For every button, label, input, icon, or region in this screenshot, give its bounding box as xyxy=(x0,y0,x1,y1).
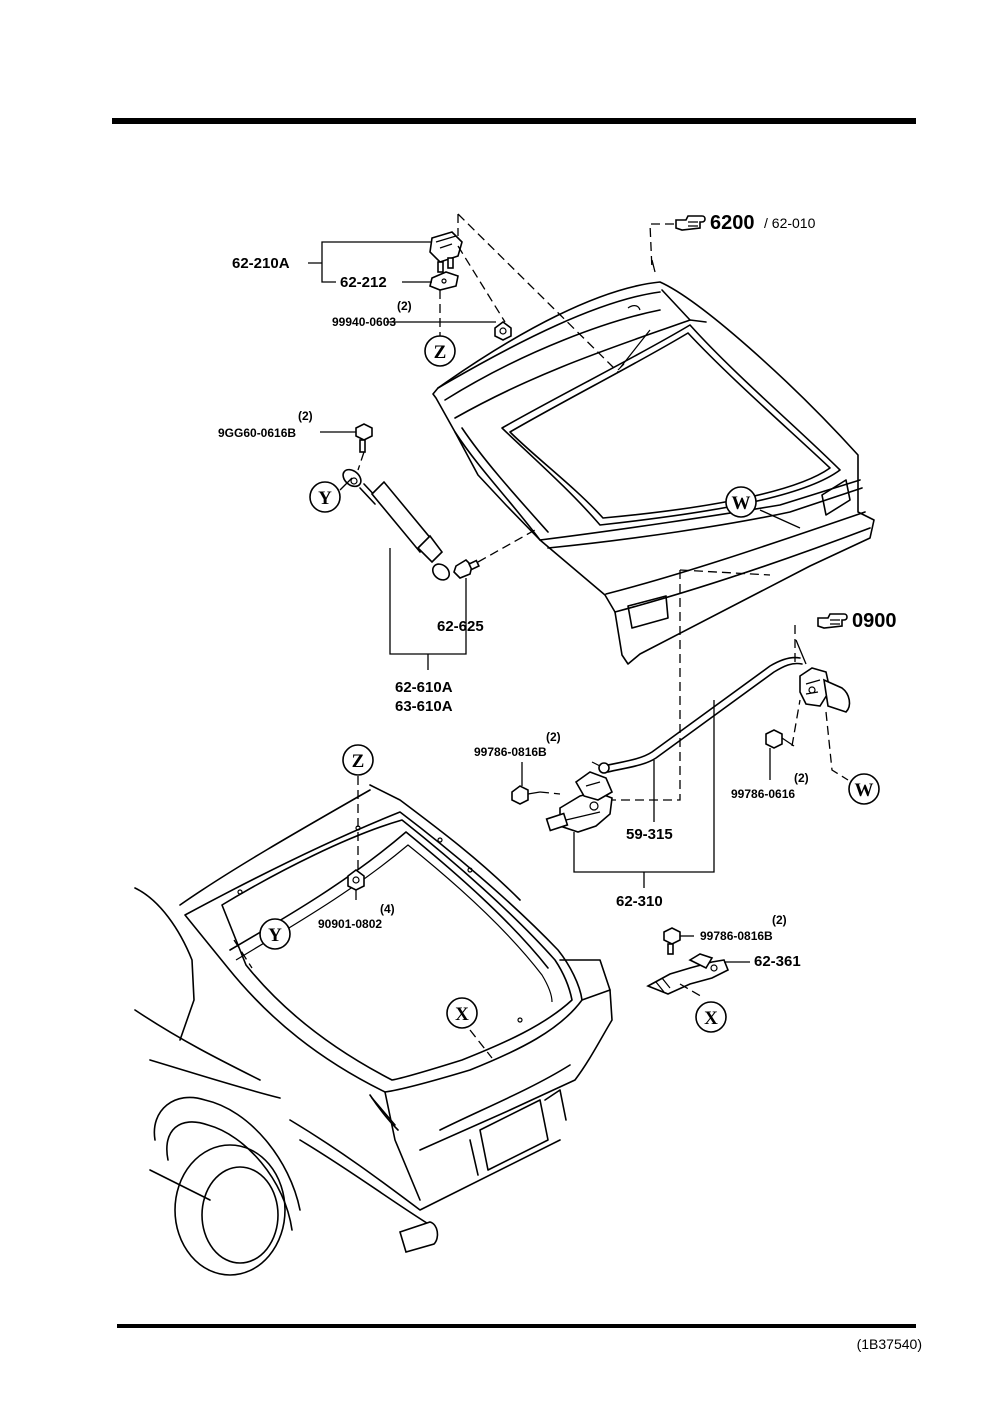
svg-text:W: W xyxy=(855,780,874,801)
hinge-assembly xyxy=(429,231,512,341)
label-62-610A: 62-610A xyxy=(395,679,453,696)
bottom-rule xyxy=(117,1324,916,1328)
leader-62-610A xyxy=(389,548,467,670)
liftgate-panel xyxy=(432,281,875,665)
marker-x-striker: X xyxy=(695,1001,727,1033)
marker-x-body: X xyxy=(446,997,478,1029)
qty-99940-0603: (2) xyxy=(397,299,412,313)
label-99786-0816B-striker: 99786-0816B xyxy=(700,929,773,943)
label-62-210A: 62-210A xyxy=(232,255,290,272)
leader-w-top xyxy=(759,509,801,529)
marker-z-hinge: Z xyxy=(424,335,456,367)
label-63-610A: 63-610A xyxy=(395,698,453,715)
qty-9GG60-0616B: (2) xyxy=(298,409,313,423)
leader-y-top xyxy=(339,477,353,491)
stay-dash-bottom xyxy=(477,529,536,563)
qty-99786-0816B-striker: (2) xyxy=(772,913,787,927)
label-99786-0816B-lock: 99786-0816B xyxy=(474,745,547,759)
liftgate-ref-main[interactable]: 6200 xyxy=(710,212,755,234)
qty-90901-0802: (4) xyxy=(380,902,395,916)
release-cable xyxy=(591,656,803,774)
svg-text:W: W xyxy=(732,493,751,514)
label-99786-0616: 99786-0616 xyxy=(731,787,795,801)
hinge-dash-1 xyxy=(457,213,619,373)
body-dash-x xyxy=(469,1029,493,1059)
svg-text:Z: Z xyxy=(352,751,365,772)
body-nut xyxy=(347,869,365,891)
liftgate-ref-sub[interactable]: / 62-010 xyxy=(764,215,816,231)
svg-text:X: X xyxy=(455,1004,469,1025)
label-62-212: 62-212 xyxy=(340,274,387,291)
cylinder-dash-3 xyxy=(825,711,849,781)
striker xyxy=(646,927,730,995)
liftgate-ref-dash xyxy=(649,223,674,271)
marker-w-cylinder: W xyxy=(848,773,880,805)
lock-dash-2 xyxy=(679,569,771,576)
svg-text:Y: Y xyxy=(318,488,332,509)
liftgate-ref-arrow xyxy=(651,259,656,273)
lock-assembly xyxy=(511,771,614,833)
lock-dash-3 xyxy=(539,791,561,795)
label-90901-0802: 90901-0802 xyxy=(318,917,382,931)
qty-99786-0816B-lock: (2) xyxy=(546,730,561,744)
hand-pointer-icon xyxy=(675,215,706,231)
hand-pointer-icon xyxy=(817,613,848,629)
qty-99786-0616: (2) xyxy=(794,771,809,785)
body-dash-y xyxy=(233,939,253,969)
marker-w-liftgate: W xyxy=(725,486,757,518)
leader-62-210A xyxy=(308,241,432,283)
cylinder-dash-2 xyxy=(791,699,801,747)
marker-z-body: Z xyxy=(342,744,374,776)
key-cylinder xyxy=(765,667,851,749)
label-59-315: 59-315 xyxy=(626,826,673,843)
car-body xyxy=(134,784,613,1276)
stay-dash-top xyxy=(357,451,365,471)
hinge-dash-3 xyxy=(457,245,506,323)
label-62-310: 62-310 xyxy=(616,893,663,910)
svg-text:Y: Y xyxy=(268,925,282,946)
marker-y-body: Y xyxy=(259,918,291,950)
svg-text:X: X xyxy=(704,1008,718,1029)
lock-dash-1 xyxy=(612,570,681,801)
leader-62-310 xyxy=(573,700,715,888)
striker-dash xyxy=(679,983,705,999)
label-62-361: 62-361 xyxy=(754,953,801,970)
marker-y-stay: Y xyxy=(309,481,341,513)
label-62-625: 62-625 xyxy=(437,618,484,635)
top-rule xyxy=(112,118,916,124)
label-99940-0603: 99940-0603 xyxy=(332,315,396,329)
gas-stay xyxy=(342,423,480,581)
cylinder-arrow xyxy=(795,639,807,665)
label-9GG60-0616B: 9GG60-0616B xyxy=(218,426,296,440)
svg-text:Z: Z xyxy=(434,342,447,363)
key-cylinder-ref[interactable]: 0900 xyxy=(852,610,897,632)
diagram-code: (1B37540) xyxy=(857,1336,922,1352)
